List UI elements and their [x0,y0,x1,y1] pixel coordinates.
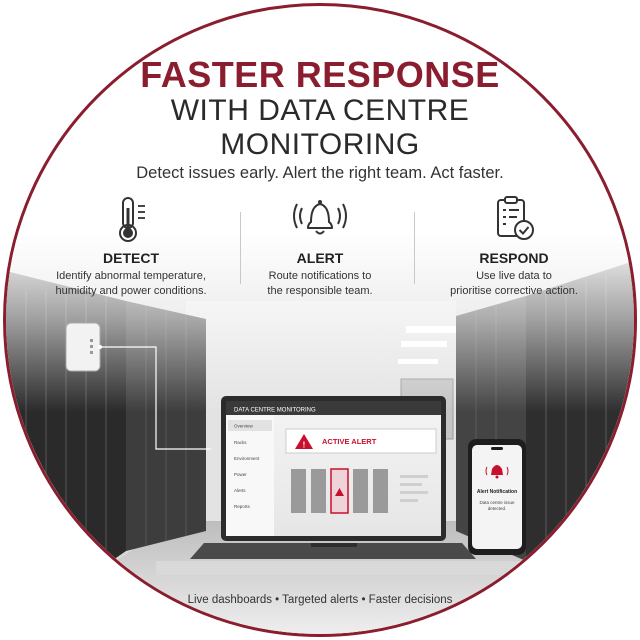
feature-desc-line2: the responsible team. [267,285,373,297]
bell-icon [293,200,347,235]
sidebar-item-alerts[interactable]: Alerts [234,488,246,493]
svg-text:!: ! [303,441,306,450]
environment-sensor [65,322,211,450]
divider [240,212,241,284]
feature-desc-line1: Route notifications to [268,270,372,282]
phone-bell-icon [485,465,509,479]
phone-notification-title: Alert Notification [477,489,517,495]
feature-detect: DETECT Identify abnormal temperature, hu… [36,194,226,299]
sidebar-item-environment[interactable]: Environment [234,456,260,461]
feature-alert: ALERT Route notifications to the respons… [225,194,415,299]
app-title: DATA CENTRE MONITORING [234,408,316,414]
headline-line2: WITH DATA CENTRE [170,94,470,127]
feature-desc-line1: Use live data to [476,270,552,282]
rack-map [291,468,388,514]
server-room-illustration: DATA CENTRE MONITORING Overview Racks En… [6,231,634,634]
sidebar-item-reports[interactable]: Reports [234,504,251,509]
warning-icon [295,434,313,449]
rack-warning-icon [335,488,344,496]
feature-title: RESPOND [479,250,549,266]
thermometer-icon [119,197,145,242]
feature-title: DETECT [103,250,159,266]
circular-frame: DATA CENTRE MONITORING Overview Racks En… [3,3,637,637]
feature-respond: RESPOND Use live data to prioritise corr… [419,194,609,299]
phone-message-line2: detected. [488,506,507,511]
footer-caption: Live dashboards • Targeted alerts • Fast… [187,594,453,606]
phone-message-line1: Data centre issue [479,500,515,505]
feature-desc-line2: humidity and power conditions. [55,285,207,297]
sidebar-label: Overview [234,424,254,429]
sidebar-item-power[interactable]: Power [234,472,247,477]
feature-title: ALERT [296,250,344,266]
divider [414,212,415,284]
laptop: DATA CENTRE MONITORING Overview Racks En… [190,396,476,559]
smartphone: Alert Notification Data centre issue det… [468,439,526,555]
clipboard-check-icon [497,196,534,240]
feature-desc-line2: prioritise corrective action. [450,285,578,297]
sidebar-item-racks[interactable]: Racks [234,440,247,445]
alert-title: ACTIVE ALERT [322,437,377,446]
tagline: Detect issues early. Alert the right tea… [136,164,504,182]
headline-line1: FASTER RESPONSE [140,54,500,95]
headline-line3: MONITORING [220,128,420,161]
feature-desc-line1: Identify abnormal temperature, [56,270,206,282]
sidebar-item-overview[interactable] [228,420,272,431]
